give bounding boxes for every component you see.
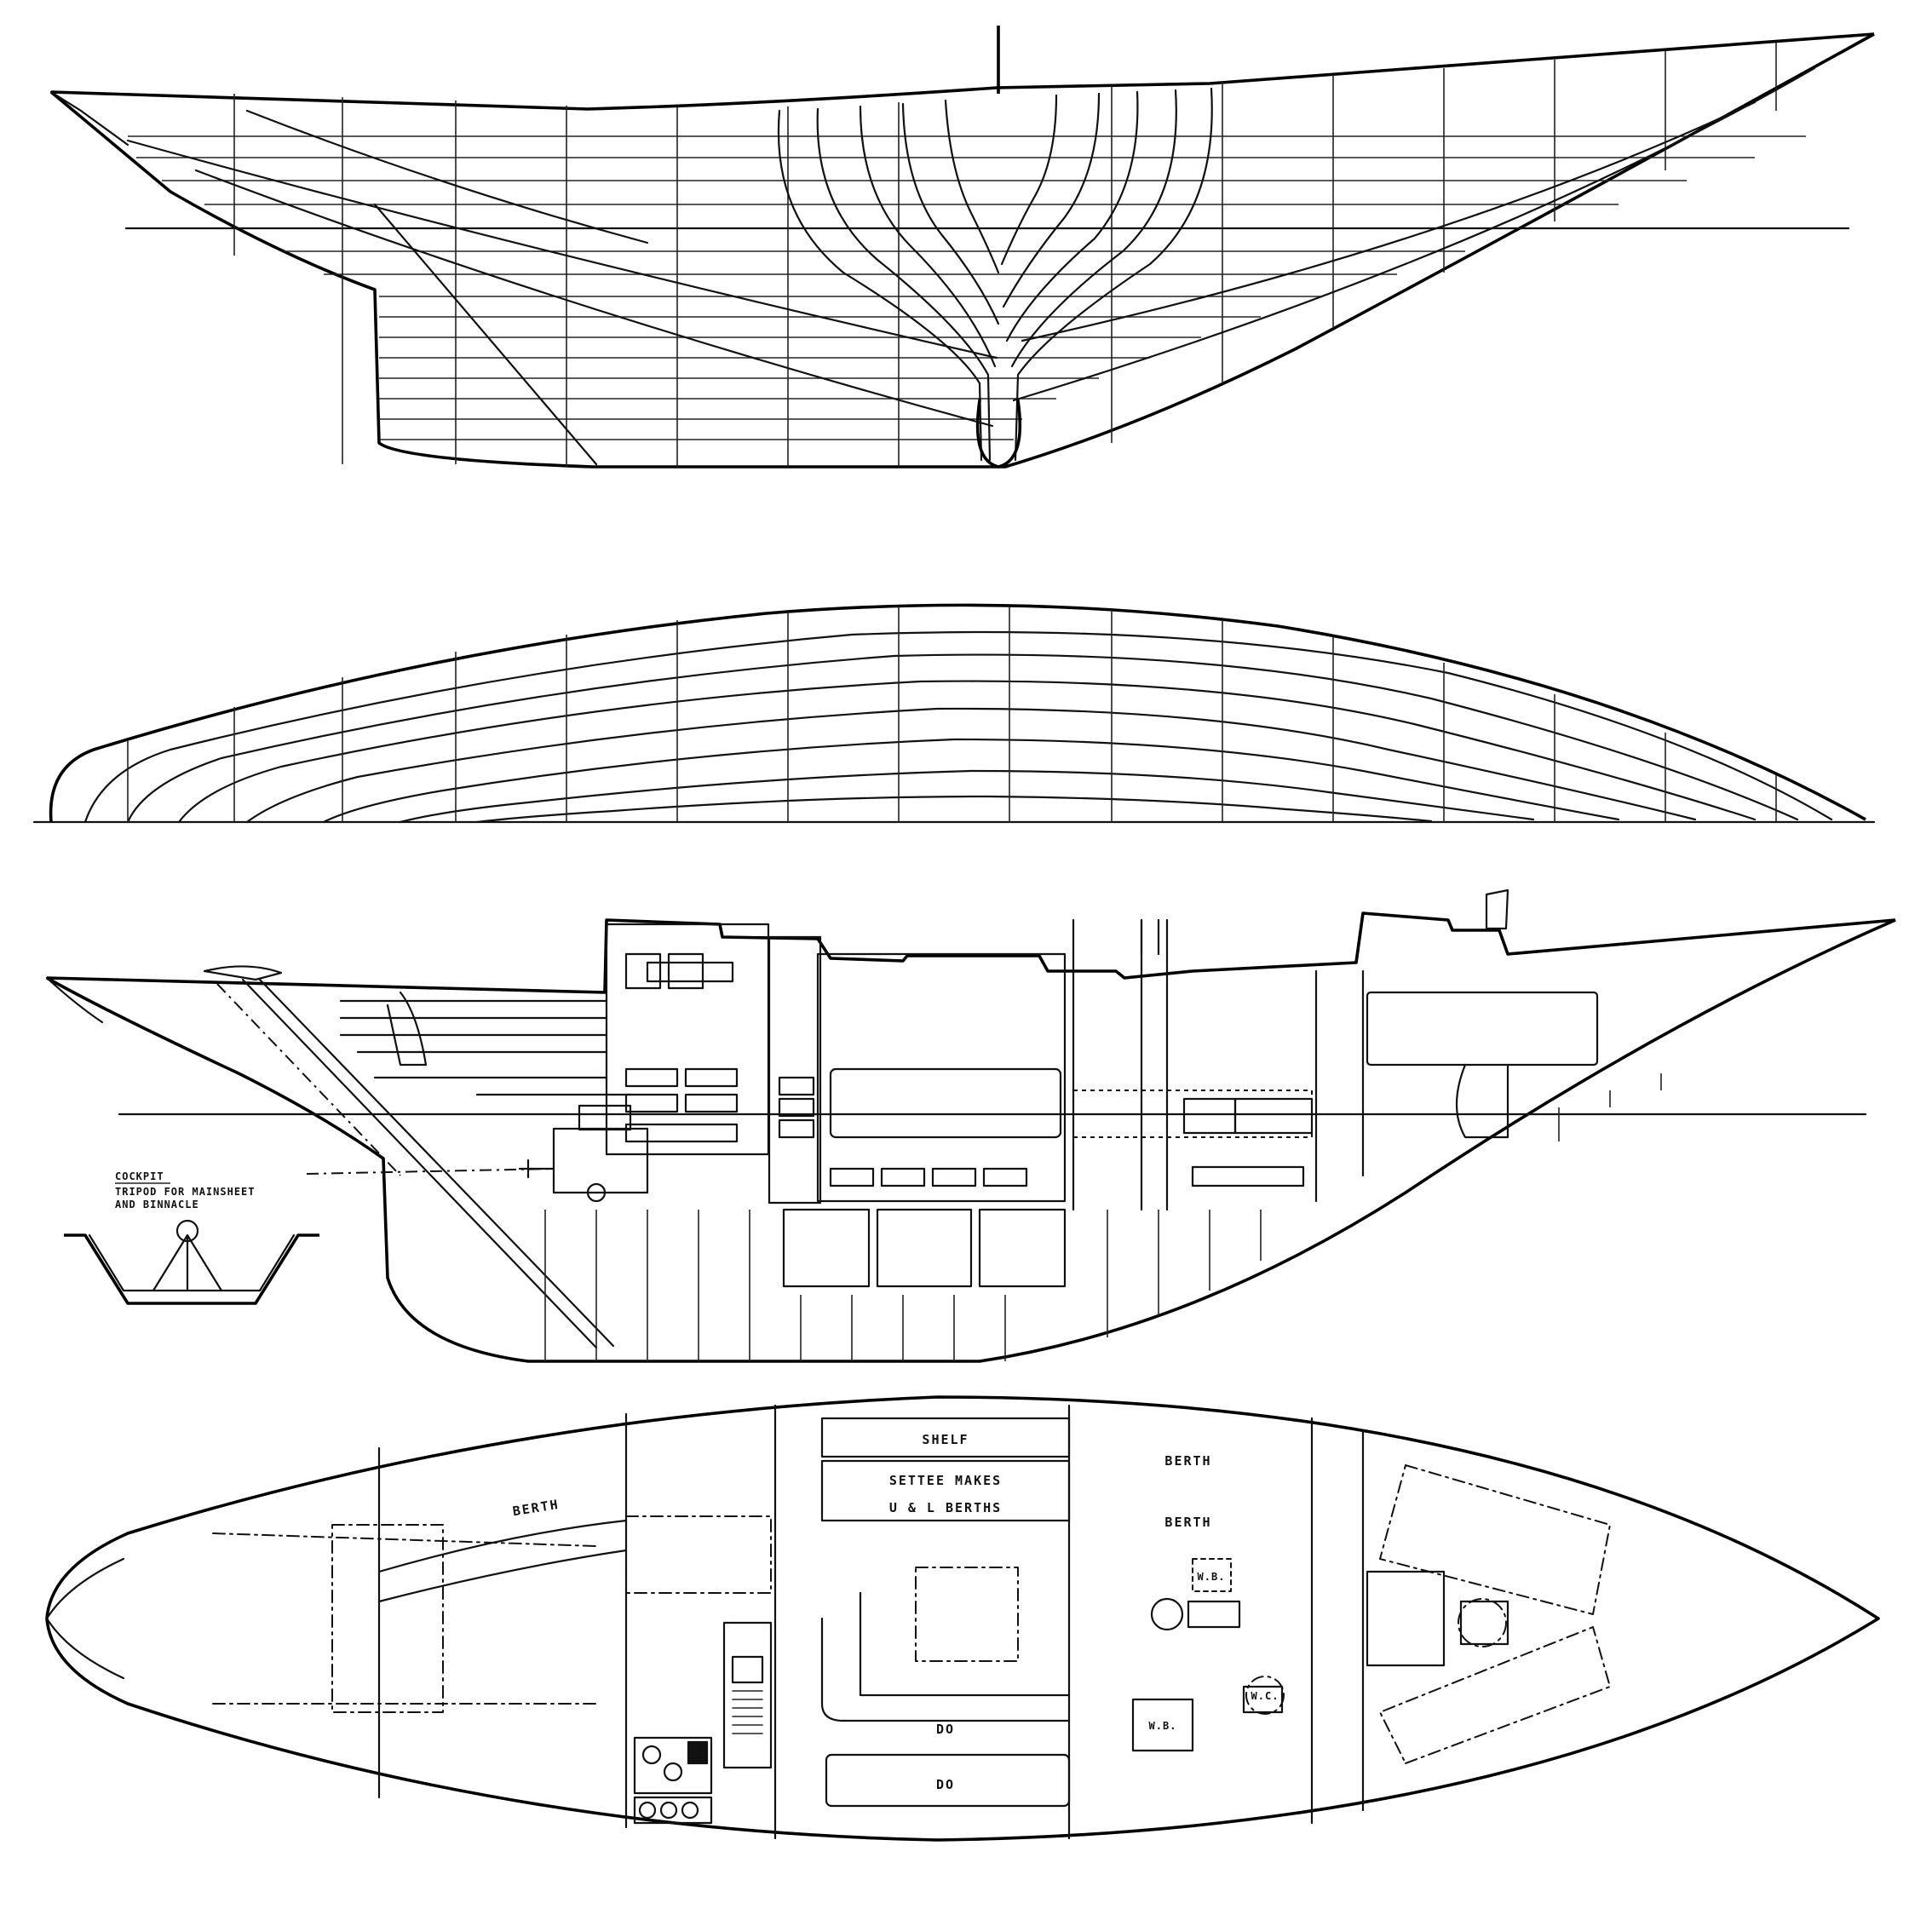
label-settee-mark-1: DO [936, 1722, 955, 1737]
inboard-profile [45, 888, 1896, 1363]
lines-stations [233, 43, 1777, 467]
half-breadth-stations [127, 607, 1777, 822]
plan-fore-cabin [1366, 1464, 1611, 1764]
lines-hull-outline [49, 32, 1875, 469]
label-settee-mark-2: DO [936, 1777, 955, 1792]
profile-hull-outline [46, 918, 1896, 1363]
plan-galley [633, 1621, 773, 1825]
lines-plan-profile [49, 26, 1875, 469]
label-berth-port-aft: BERTH [512, 1497, 561, 1519]
label-settee-line2: U & L BERTHS [889, 1500, 1002, 1515]
label-wc: W.C. [1251, 1690, 1279, 1702]
label-berth-port-fwd: BERTH [1164, 1453, 1211, 1469]
half-breadth-plan [32, 603, 1876, 824]
half-breadth-deck-line [49, 603, 1866, 823]
lines-waterlines [128, 135, 1806, 440]
cockpit-title: COCKPIT [115, 1170, 164, 1182]
lines-diagonals [126, 66, 1816, 466]
label-wb-upper: W.B. [1198, 1571, 1226, 1583]
profile-frames [544, 1073, 1662, 1361]
profile-rudder-stock [241, 978, 615, 1349]
lines-sheer-line [50, 32, 1875, 111]
profile-cockpit [339, 991, 632, 1096]
label-berth-saloon: BERTH [1164, 1515, 1211, 1530]
half-breadth-waterlines [83, 630, 1833, 824]
plan-heads [1131, 1558, 1285, 1752]
profile-deck-line [46, 911, 1896, 994]
plan-bulkheads [377, 1404, 1365, 1840]
plan-saloon [820, 1417, 1071, 1808]
cockpit-section-detail: COCKPIT TRIPOD FOR MAINSHEET AND BINNACL… [64, 1170, 319, 1305]
label-shelf: SHELF [922, 1432, 969, 1447]
cockpit-note-line2: AND BINNACLE [115, 1199, 199, 1210]
plan-aft-berths [212, 1515, 772, 1713]
cockpit-note-line1: TRIPOD FOR MAINSHEET [115, 1186, 256, 1198]
plan-hull-outline [45, 1395, 1880, 1842]
label-wb-lower: W.B. [1149, 1720, 1177, 1732]
profile-interior [605, 918, 1599, 1288]
lines-body-sections [777, 87, 1213, 469]
label-settee-line1: SETTEE MAKES [889, 1473, 1002, 1488]
accommodation-plan: SHELF BERTH BERTH BERTH SETTEE MAKES U &… [45, 1395, 1880, 1842]
